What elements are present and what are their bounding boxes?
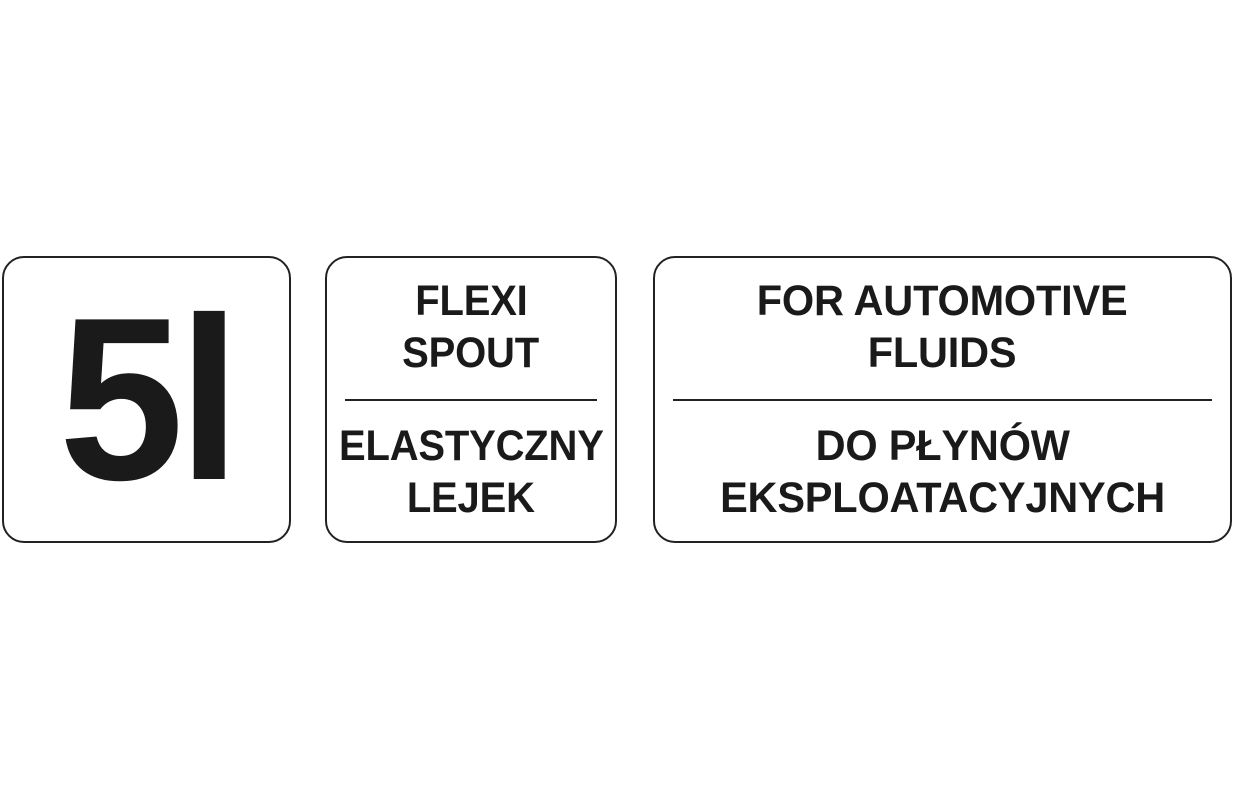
volume-badge: 5l bbox=[2, 256, 291, 543]
flexi-spout-english-line-2: SPOUT bbox=[402, 329, 540, 378]
automotive-fluids-badge: FOR AUTOMOTIVE FLUIDS DO PŁYNÓW EKSPLOAT… bbox=[653, 256, 1232, 543]
automotive-fluids-polish-line-1: DO PŁYNÓW bbox=[815, 421, 1070, 470]
automotive-fluids-divider bbox=[673, 398, 1212, 401]
flexi-spout-badge: FLEXI SPOUT ELASTYCZNY LEJEK bbox=[325, 256, 617, 543]
automotive-fluids-english-line-1: FOR AUTOMOTIVE bbox=[757, 277, 1128, 326]
flexi-spout-polish-line-1: ELASTYCZNY bbox=[338, 421, 604, 470]
automotive-fluids-english-line-2: FLUIDS bbox=[868, 329, 1017, 378]
flexi-spout-polish-line-2: LEJEK bbox=[407, 473, 535, 522]
volume-label: 5l bbox=[58, 269, 240, 529]
automotive-fluids-english-panel: FOR AUTOMOTIVE FLUIDS bbox=[655, 258, 1230, 399]
flexi-spout-polish-panel: ELASTYCZNY LEJEK bbox=[327, 401, 615, 542]
flexi-spout-english-line-1: FLEXI bbox=[414, 277, 528, 326]
flexi-spout-divider bbox=[345, 398, 597, 401]
automotive-fluids-polish-panel: DO PŁYNÓW EKSPLOATACYJNYCH bbox=[655, 401, 1230, 542]
automotive-fluids-polish-line-2: EKSPLOATACYJNYCH bbox=[720, 473, 1165, 522]
flexi-spout-english-panel: FLEXI SPOUT bbox=[327, 258, 615, 399]
